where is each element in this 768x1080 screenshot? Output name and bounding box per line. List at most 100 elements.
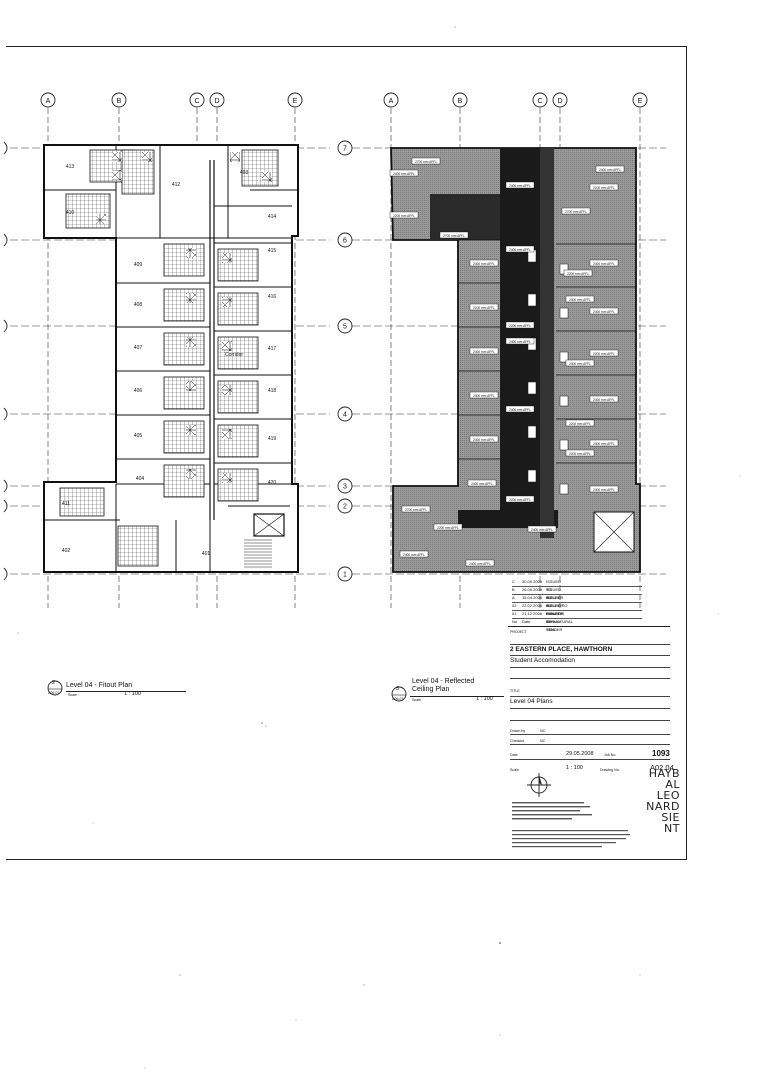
room-number: 406	[134, 388, 143, 394]
grid-bubble-row	[337, 498, 353, 514]
tag-text: 2400 mm AFFL	[569, 298, 591, 302]
grid-bubble-row	[337, 318, 353, 334]
logo-line: AL	[665, 778, 680, 791]
tag-box	[595, 165, 625, 173]
ceiling-fixture	[527, 469, 537, 483]
shower-fixture	[230, 152, 240, 162]
fine-print-notes	[512, 802, 630, 848]
ensuite-tiles	[163, 464, 205, 498]
ceiling-height-tag: 2200 mm AFFL	[505, 495, 535, 503]
shower-fixture	[112, 152, 122, 162]
project-label: PROJECT	[510, 630, 527, 634]
room-number: 413	[66, 164, 75, 170]
tag-text: 2700 mm AFFL	[405, 508, 427, 512]
drawn-by-label: Drawn by	[510, 729, 526, 733]
ceiling-fixture	[559, 395, 569, 407]
shower-fixture	[96, 214, 106, 224]
ceiling-height-tag: 2200 mm AFFL	[589, 349, 619, 357]
ceiling-height-tag: 2400 mm AFFL	[469, 347, 499, 355]
tag-box	[589, 439, 619, 447]
grid-bubble-row	[3, 319, 8, 333]
fitout-plan-title: Level 04 - Fitout Plan	[66, 682, 133, 689]
room-number: 407	[134, 345, 143, 351]
shower-fixture	[142, 152, 152, 162]
tag-box	[505, 337, 535, 345]
room-number: 411	[62, 501, 70, 507]
tag-text: 2200 mm AFFL	[393, 214, 415, 218]
grid-label-row: 4	[343, 412, 347, 419]
shower-fixture	[262, 172, 272, 182]
tag-text: 2700 mm AFFL	[565, 210, 587, 214]
revision-desc: ISSUED TO BUILDER	[546, 595, 564, 616]
tag-text: 2200 mm AFFL	[437, 526, 459, 530]
room-number: 420	[268, 480, 277, 486]
tag-text: 2400 mm AFFL	[473, 262, 495, 266]
grid-bubble-col	[632, 92, 648, 108]
room-number: 414	[268, 214, 277, 220]
room-number: 419	[268, 436, 277, 442]
ceiling-height-tag: 2700 mm AFFL	[561, 207, 591, 215]
ceiling-fixture	[527, 293, 537, 307]
shower-fixture	[186, 337, 196, 347]
room-number: 408	[134, 302, 143, 308]
ceiling-height-tag: 2400 mm AFFL	[595, 165, 625, 173]
revision-rev: 01	[512, 611, 517, 616]
ceiling-height-tag: 2700 mm AFFL	[411, 157, 441, 165]
grid-bubble-col	[532, 92, 548, 108]
revision-desc: ISSUED TO BUILDER	[546, 587, 564, 608]
ensuite-tiles	[163, 243, 205, 277]
tag-text: 2400 mm AFFL	[509, 184, 531, 188]
tag-text: 2400 mm AFFL	[593, 262, 615, 266]
ceiling-height-tag: 2400 mm AFFL	[505, 337, 535, 345]
ceiling-height-tag: 2400 mm AFFL	[589, 307, 619, 315]
shower-fixture	[222, 385, 232, 395]
tag-box	[589, 485, 619, 493]
tag-text: 2200 mm AFFL	[509, 498, 531, 502]
callout-number: 2	[52, 680, 56, 686]
tag-box	[389, 169, 419, 177]
project-name: 2 EASTERN PLACE, HAWTHORN	[510, 646, 613, 653]
callout-sheet-ref: A06.01	[48, 691, 60, 695]
tag-box	[399, 550, 429, 558]
tag-text: 2400 mm AFFL	[509, 248, 531, 252]
room-number: 404	[136, 476, 145, 482]
drawing-no-label: Drawing No.	[600, 768, 620, 772]
room-number: 412	[172, 182, 181, 188]
room-number: 405	[134, 433, 143, 439]
room-number: 418	[268, 388, 277, 394]
grid-label-row: 7	[343, 146, 347, 153]
shower-fixture	[222, 253, 232, 263]
logo-line: NARD	[646, 800, 680, 813]
ensuite-tiles	[117, 525, 159, 567]
room-number: 409	[134, 262, 143, 268]
tag-text: 2200 mm AFFL	[473, 306, 495, 310]
grid-bubble-row	[337, 140, 353, 156]
tag-box	[565, 295, 595, 303]
tag-box	[467, 479, 497, 487]
shower-fixture	[222, 429, 232, 439]
grid-bubble-col	[287, 92, 303, 108]
drawn-by-value: NC	[540, 729, 546, 733]
project-subtitle: Student Accomodation	[510, 657, 576, 664]
tag-box	[505, 495, 535, 503]
grid-bubble-col	[189, 92, 205, 108]
grid-label-col: E	[293, 98, 298, 105]
ceiling-height-tag: 2400 mm AFFL	[469, 259, 499, 267]
drawing-no-value: A02.04	[650, 763, 674, 772]
grid-bubble-col	[552, 92, 568, 108]
shower-fixture	[222, 297, 232, 307]
grid-bubble-row	[3, 567, 8, 581]
grid-label-row: 3	[343, 484, 347, 491]
tag-text: 2400 mm AFFL	[473, 394, 495, 398]
checked-label: Checked	[510, 739, 525, 743]
grid-label-col: C	[194, 98, 199, 105]
ceiling-height-tag: 2400 mm AFFL	[589, 439, 619, 447]
ceiling-height-tag: 2400 mm AFFL	[469, 391, 499, 399]
ceiling-height-tag: 2200 mm AFFL	[565, 419, 595, 427]
tag-box	[565, 449, 595, 457]
tag-text: 2200 mm AFFL	[593, 352, 615, 356]
ceiling-height-tag: 2400 mm AFFL	[505, 245, 535, 253]
tag-box	[561, 207, 591, 215]
shower-fixture	[112, 170, 122, 180]
